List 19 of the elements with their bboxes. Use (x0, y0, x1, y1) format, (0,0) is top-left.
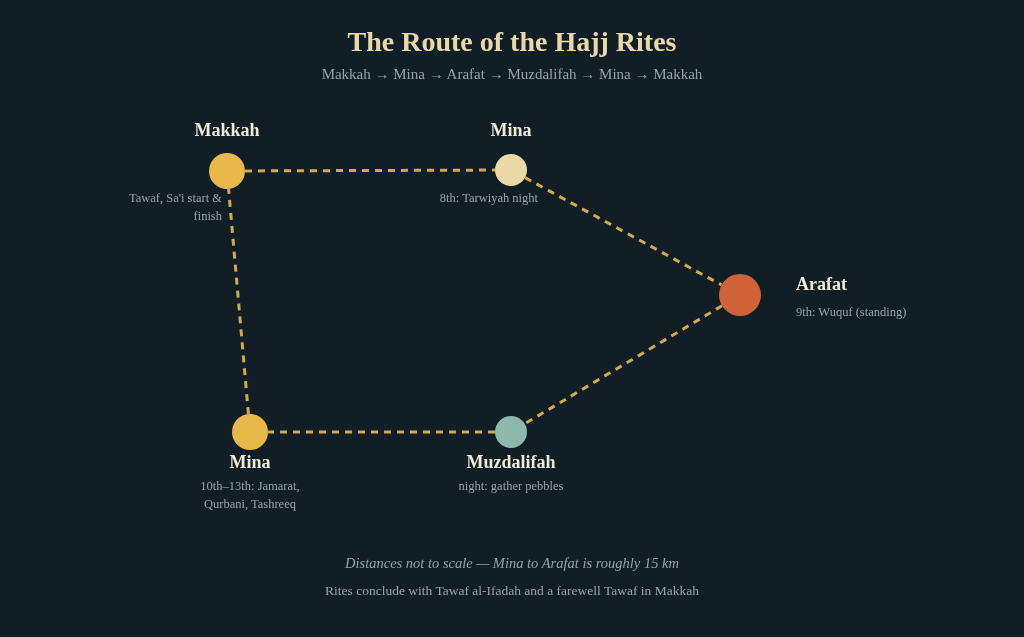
rite-description: Tawaf, Sa'i start & finish (127, 190, 222, 225)
dashed-route-line (268, 430, 495, 434)
rite-description: 9th: Wuquf (standing) (796, 304, 908, 321)
place-name: Mina (229, 452, 271, 473)
place-name: Mina (490, 120, 532, 141)
place-name: Arafat (796, 274, 847, 295)
rite-description: night: gather pebbles (457, 478, 565, 495)
rite-description: 8th: Tarwiyah night (438, 190, 538, 207)
dashed-route-line (523, 304, 723, 426)
title: The Route of the Hajj Rites (346, 26, 678, 58)
footnote: Distances not to scale — Mina to Arafat is roughly 15 km (345, 555, 679, 572)
dashed-route-line (227, 188, 250, 415)
rite-description: 10th–13th: Jamarat, Qurbani, Tashreeq (199, 478, 301, 513)
dashed-route-line (245, 168, 495, 173)
dashed-route-line (524, 176, 723, 287)
footnote: Rites conclude with Tawaf al-Ifadah and a farewell Tawaf in Makkah (325, 583, 699, 599)
place-name: Muzdalifah (466, 452, 556, 473)
place-name: Makkah (194, 120, 260, 141)
route-subtitle: Makkah → Mina → Arafat → Muzdalifah → Mina → Makkah (321, 66, 703, 83)
